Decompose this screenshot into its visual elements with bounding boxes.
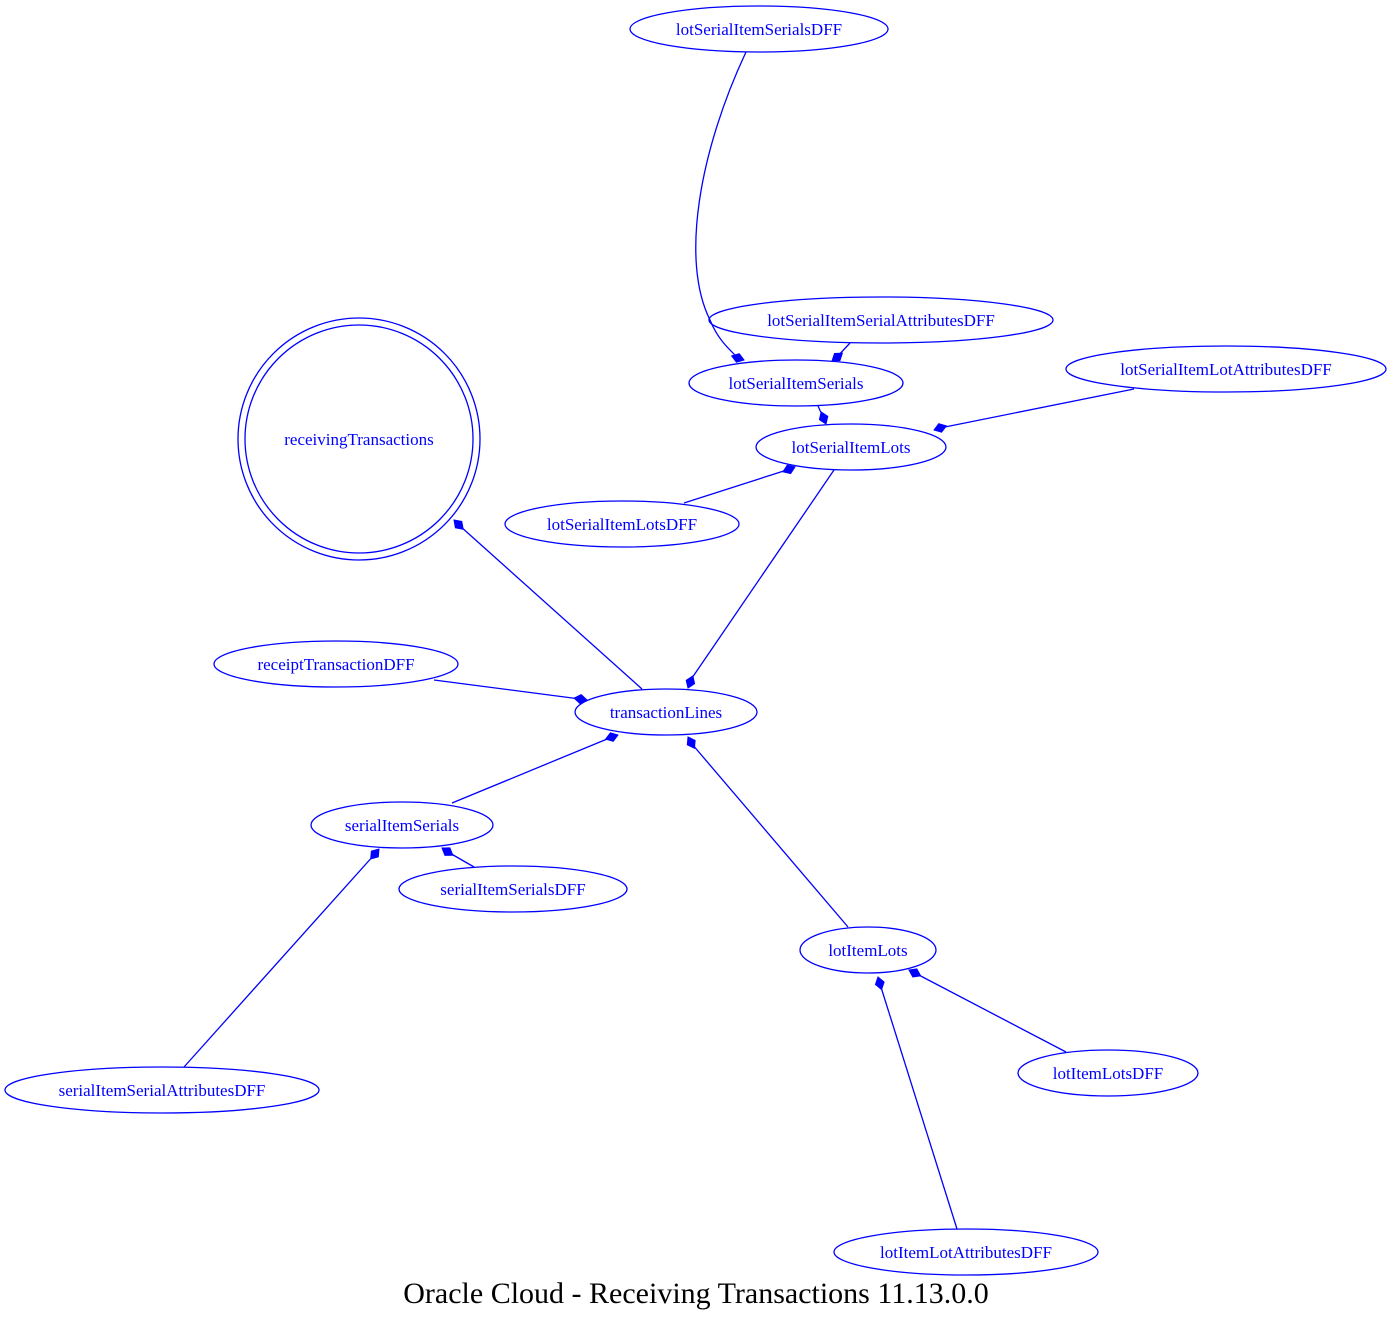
node-label: receivingTransactions [284, 430, 434, 449]
node-label: serialItemSerialAttributesDFF [59, 1081, 266, 1100]
node-label: lotSerialItemSerials [728, 374, 863, 393]
edge-line [695, 51, 747, 359]
node-receivingTransactions[interactable]: receivingTransactions [237, 317, 481, 561]
node-receiptTransactionDFF[interactable]: receiptTransactionDFF [213, 640, 459, 688]
node-ellipse [574, 688, 758, 736]
composition-diamond-icon [686, 736, 696, 750]
node-ellipse [504, 500, 740, 548]
node-label: serialItemSerialsDFF [440, 880, 585, 899]
node-lotItemLotsDFF[interactable]: lotItemLotsDFF [1017, 1049, 1199, 1097]
composition-diamond-icon [453, 519, 464, 530]
edge-serialItemSerialsDFF-to-serialItemSerials [441, 847, 475, 868]
node-label: lotSerialItemLotsDFF [547, 515, 697, 534]
edge-lotItemLots-to-transactionLines [686, 736, 849, 928]
diagram-title: Oracle Cloud - Receiving Transactions 11… [403, 1277, 989, 1310]
edge-receiptTransactionDFF-to-transactionLines [433, 679, 588, 705]
node-lotSerialItemLotsDFF[interactable]: lotSerialItemLotsDFF [504, 500, 740, 548]
nodes-layer: lotSerialItemSerialsDFF lotSerialItemSeri… [4, 5, 1387, 1276]
edge-lotSerialItemSerialsDFF-to-lotSerialItemSerials [695, 51, 747, 363]
edge-line [939, 388, 1135, 429]
node-lotSerialItemSerialsDFF[interactable]: lotSerialItemSerialsDFF [629, 5, 889, 53]
node-label: serialItemSerials [345, 816, 459, 835]
node-ellipse [4, 1066, 320, 1114]
node-label: lotItemLotAttributesDFF [880, 1243, 1052, 1262]
edges-layer [183, 51, 1135, 1230]
node-label: transactionLines [610, 703, 722, 722]
node-lotSerialItemSerialAttributesDFF[interactable]: lotSerialItemSerialAttributesDFF [708, 296, 1054, 344]
composition-diamond-icon [441, 847, 454, 856]
node-ellipse [799, 926, 937, 974]
node-ellipse [213, 640, 459, 688]
node-transactionLines[interactable]: transactionLines [574, 688, 758, 736]
edge-serialItemSerials-to-transactionLines [451, 732, 619, 804]
edge-transactionLines-to-receivingTransactions [453, 519, 643, 690]
node-lotItemLotAttributesDFF[interactable]: lotItemLotAttributesDFF [833, 1228, 1099, 1276]
node-lotItemLots[interactable]: lotItemLots [799, 926, 937, 974]
composition-diamond-icon [604, 732, 619, 742]
node-inner-circle [244, 324, 474, 554]
node-label: lotSerialItemSerialAttributesDFF [767, 311, 995, 330]
edge-line [691, 743, 849, 928]
composition-diamond-icon [573, 694, 588, 705]
composition-diamond-icon [730, 353, 745, 363]
edge-line [683, 468, 791, 504]
edge-lotSerialItemSerialAttributesDFF-to-lotSerialItemSerials [831, 342, 851, 362]
composition-diamond-icon [818, 411, 829, 425]
node-ellipse [1065, 345, 1387, 393]
node-lotSerialItemLots[interactable]: lotSerialItemLots [755, 423, 947, 471]
edge-lotItemLotsDFF-to-lotItemLots [908, 968, 1067, 1053]
edge-lotSerialItemLotAttributesDFF-to-lotSerialItemLots [933, 388, 1135, 433]
edge-lotItemLotAttributesDFF-to-lotItemLots [874, 976, 958, 1230]
node-ellipse [310, 801, 494, 849]
node-serialItemSerialsDFF[interactable]: serialItemSerialsDFF [398, 865, 628, 913]
node-ellipse [1017, 1049, 1199, 1097]
edge-line [914, 972, 1067, 1053]
node-ellipse [755, 423, 947, 471]
composition-diamond-icon [874, 976, 885, 991]
node-label: lotSerialItemLots [792, 438, 911, 457]
node-label: lotItemLotsDFF [1053, 1064, 1164, 1083]
edge-lotSerialItemLotsDFF-to-lotSerialItemLots [683, 464, 796, 504]
node-label: lotSerialItemLotAttributesDFF [1120, 360, 1332, 379]
composition-diamond-icon [831, 352, 844, 362]
edge-lotSerialItemLots-to-transactionLines [685, 469, 835, 689]
node-lotSerialItemSerials[interactable]: lotSerialItemSerials [688, 359, 904, 407]
node-ellipse [833, 1228, 1099, 1276]
node-outer-circle [237, 317, 481, 561]
composition-diamond-icon [370, 848, 380, 860]
composition-diamond-icon [933, 423, 948, 433]
composition-diamond-icon [685, 675, 696, 689]
node-serialItemSerialAttributesDFF[interactable]: serialItemSerialAttributesDFF [4, 1066, 320, 1114]
node-label: lotSerialItemSerialsDFF [676, 20, 842, 39]
edge-line [879, 983, 958, 1230]
edge-line [183, 854, 375, 1068]
node-ellipse [398, 865, 628, 913]
node-lotSerialItemLotAttributesDFF[interactable]: lotSerialItemLotAttributesDFF [1065, 345, 1387, 393]
node-serialItemSerials[interactable]: serialItemSerials [310, 801, 494, 849]
node-label: lotItemLots [828, 941, 907, 960]
edge-serialItemSerialAttributesDFF-to-serialItemSerials [183, 848, 380, 1068]
node-label: receiptTransactionDFF [257, 655, 414, 674]
composition-diamond-icon [908, 968, 922, 978]
node-ellipse [629, 5, 889, 53]
edge-line [433, 679, 581, 700]
composition-diamond-icon [782, 464, 796, 475]
edge-line [451, 736, 613, 804]
edge-line [459, 525, 643, 690]
edge-line [691, 469, 835, 679]
edge-lotSerialItemSerials-to-lotSerialItemLots [817, 405, 829, 425]
node-ellipse [688, 359, 904, 407]
node-ellipse [708, 296, 1054, 344]
